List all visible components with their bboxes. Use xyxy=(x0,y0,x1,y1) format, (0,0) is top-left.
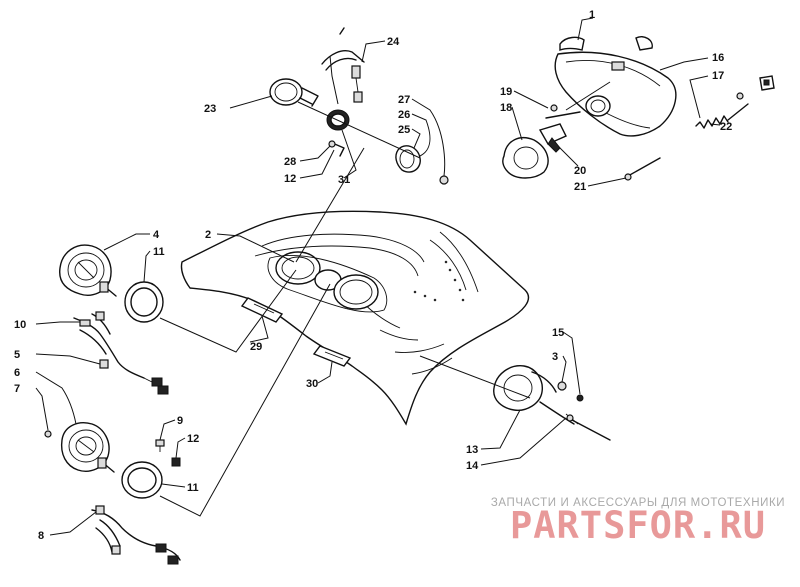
callout-numbers: 1 16 17 19 18 22 20 21 24 23 27 26 25 28… xyxy=(14,9,732,542)
callout-24: 24 xyxy=(387,36,400,48)
callout-6: 6 xyxy=(14,367,20,379)
dash-hood-panel xyxy=(180,210,530,426)
callout-30: 30 xyxy=(306,378,318,390)
bulb-20 xyxy=(538,123,567,153)
callout-20: 20 xyxy=(574,165,586,177)
decal-29 xyxy=(240,297,284,323)
callout-12-top: 12 xyxy=(284,173,296,185)
bezel-ring-11-upper xyxy=(124,281,164,323)
callout-28: 28 xyxy=(284,156,296,168)
screw-21 xyxy=(624,157,661,181)
light-13 xyxy=(493,365,575,425)
bulb-socket-18 xyxy=(545,95,611,119)
gauge-6 xyxy=(60,422,115,473)
callout-3: 3 xyxy=(552,351,558,363)
callout-22: 22 xyxy=(720,121,732,133)
callout-26: 26 xyxy=(398,109,410,121)
callout-12-lower: 12 xyxy=(187,433,199,445)
callout-11-upper: 11 xyxy=(153,246,165,258)
callout-25: 25 xyxy=(398,124,410,136)
callout-9: 9 xyxy=(177,415,183,427)
callout-23: 23 xyxy=(204,103,216,115)
callout-17: 17 xyxy=(712,70,724,82)
callout-31: 31 xyxy=(338,174,350,186)
callout-11-lower: 11 xyxy=(187,482,199,494)
speedometer-4 xyxy=(59,244,117,297)
bulb-10 xyxy=(79,319,91,327)
grommet-3 xyxy=(557,381,567,391)
nut-27 xyxy=(439,175,449,185)
screw-7 xyxy=(44,430,52,438)
spring-22 xyxy=(695,75,775,129)
callout-4: 4 xyxy=(153,229,160,241)
callout-14: 14 xyxy=(466,460,479,472)
bezel-25 xyxy=(395,145,421,173)
harness-8 xyxy=(91,505,181,565)
callout-29: 29 xyxy=(250,341,262,353)
bezel-ring-11-lower xyxy=(121,461,163,499)
callout-10: 10 xyxy=(14,319,26,331)
callout-27: 27 xyxy=(398,94,410,106)
callout-21: 21 xyxy=(574,181,586,193)
tachometer-23 xyxy=(269,78,319,107)
callout-7: 7 xyxy=(14,383,20,395)
callout-18: 18 xyxy=(500,102,512,114)
callout-15: 15 xyxy=(552,327,564,339)
cable-14 xyxy=(565,413,611,441)
callout-2: 2 xyxy=(205,229,211,241)
leader-lines xyxy=(35,17,721,536)
watermark-brand-logo: PARTSFOR.RU xyxy=(509,504,767,547)
harness-24 xyxy=(321,27,365,103)
callout-1: 1 xyxy=(589,9,595,21)
retaining-ring-18 xyxy=(502,137,549,179)
headlight-housing-16 xyxy=(554,51,677,137)
screw-15 xyxy=(576,394,584,402)
bracket-28 xyxy=(328,140,345,157)
socket-12-lower xyxy=(171,457,181,467)
watermark-tagline: ЗАПЧАСТИ И АКСЕССУАРЫ ДЛЯ МОТОТЕХНИКИ xyxy=(490,497,786,509)
callout-16: 16 xyxy=(712,52,724,64)
bulb-9 xyxy=(155,439,165,452)
callout-8: 8 xyxy=(38,530,44,542)
decal-30 xyxy=(312,345,352,367)
callout-5: 5 xyxy=(14,349,20,361)
clip-1 xyxy=(559,36,653,51)
callout-13: 13 xyxy=(466,444,478,456)
callout-19: 19 xyxy=(500,86,512,98)
